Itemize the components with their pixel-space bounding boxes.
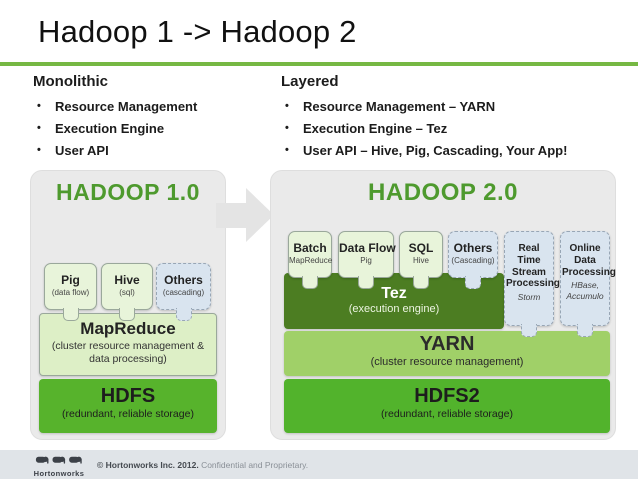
bullet-text: Resource Management – YARN	[303, 98, 496, 114]
mapreduce-subtitle: (cluster resource management & data proc…	[51, 340, 205, 366]
app-subtitle: (Cascading)	[451, 256, 495, 265]
hadoop2-app-batch: Batch MapReduce	[288, 231, 333, 289]
hadoop2-app-dataflow: Data Flow Pig	[338, 231, 396, 289]
yarn-layer: YARN (cluster resource management)	[284, 331, 610, 376]
monolithic-column: Monolithic • Resource Management • Execu…	[33, 73, 268, 161]
hdfs-title: HDFS	[100, 385, 156, 407]
bullet-text: Resource Management	[55, 98, 198, 114]
mapreduce-title: MapReduce	[80, 319, 176, 338]
copyright-rest: Confidential and Proprietary.	[201, 460, 309, 470]
hadoop1-app-pig: Pig (data flow)	[44, 263, 97, 321]
bullet-dot: •	[285, 144, 289, 156]
app-subtitle: HBase, Accumulo	[566, 280, 604, 301]
bullet-item: • Execution Engine – Tez	[281, 117, 631, 139]
hortonworks-logo: Hortonworks	[26, 452, 92, 478]
hadoop2-title: HADOOP 2.0	[368, 179, 518, 206]
bullet-dot: •	[37, 100, 41, 112]
app-title: Hive	[114, 273, 140, 287]
connector-tab	[577, 324, 593, 337]
app-subtitle: (sql)	[119, 288, 135, 297]
app-subtitle: (data flow)	[51, 288, 90, 297]
app-subtitle: (cascading)	[162, 288, 205, 297]
tez-title: Tez	[381, 285, 407, 302]
hadoop2-app-realtime: Real Time Stream Processing Storm	[504, 231, 560, 337]
hdfs2-title: HDFS2	[414, 385, 480, 407]
hdfs2-layer: HDFS2 (redundant, reliable storage)	[284, 379, 610, 433]
bullet-text: Execution Engine	[55, 120, 165, 136]
connector-tab	[521, 324, 537, 337]
hdfs-layer: HDFS (redundant, reliable storage)	[39, 379, 217, 433]
layered-heading: Layered	[281, 73, 339, 90]
logo-text: Hortonworks	[33, 469, 85, 478]
hadoop2-app-sql: SQL Hive	[399, 231, 443, 289]
app-title: Real Time Stream Processing	[506, 243, 560, 290]
copyright-text: © Hortonworks Inc. 2012. Confidential an…	[97, 460, 308, 470]
copyright-bold: © Hortonworks Inc. 2012.	[97, 460, 199, 470]
page-title: Hadoop 1 -> Hadoop 2	[38, 14, 357, 49]
bullet-dot: •	[285, 122, 289, 134]
bullet-item: • Resource Management	[33, 95, 268, 117]
app-subtitle: Hive	[412, 256, 429, 265]
hadoop2-app-online: Online Data Processing HBase, Accumulo	[560, 231, 616, 337]
app-subtitle: Storm	[517, 292, 541, 303]
transition-arrow-body	[216, 203, 247, 228]
hadoop1-app-hive: Hive (sql)	[101, 263, 153, 321]
app-title: Data Flow	[339, 241, 396, 255]
bullet-text: User API	[55, 142, 109, 158]
yarn-subtitle: (cluster resource management)	[370, 356, 524, 368]
title-underline	[0, 62, 638, 66]
hdfs2-subtitle: (redundant, reliable storage)	[381, 408, 513, 420]
monolithic-heading: Monolithic	[33, 73, 108, 90]
bullet-dot: •	[37, 122, 41, 134]
app-title: Others	[164, 273, 203, 287]
bullet-dot: •	[285, 100, 289, 112]
bullet-item: • Resource Management – YARN	[281, 95, 631, 117]
app-title: Batch	[293, 241, 327, 255]
app-title: Online Data Processing	[562, 243, 616, 278]
hadoop1-title: HADOOP 1.0	[56, 179, 200, 205]
hadoop1-panel: HADOOP 1.0 MapReduce (cluster resource m…	[30, 170, 226, 440]
connector-tab	[302, 276, 318, 289]
hadoop2-app-others: Others (Cascading)	[448, 231, 498, 289]
app-subtitle: MapReduce	[289, 256, 333, 265]
app-title: Pig	[61, 273, 80, 287]
connector-tab	[465, 276, 481, 289]
bullet-text: Execution Engine – Tez	[303, 120, 448, 136]
connector-tab	[119, 308, 135, 321]
bullet-item: • Execution Engine	[33, 117, 268, 139]
app-title: SQL	[408, 241, 434, 255]
hadoop2-panel: HADOOP 2.0 Tez (execution engine) YARN (…	[270, 170, 616, 440]
hdfs-subtitle: (redundant, reliable storage)	[62, 408, 194, 420]
connector-tab	[358, 276, 374, 289]
mapreduce-layer: MapReduce (cluster resource management &…	[39, 313, 217, 376]
tez-subtitle: (execution engine)	[348, 303, 440, 315]
layered-column: Layered • Resource Management – YARN • E…	[281, 73, 631, 161]
bullet-text: User API – Hive, Pig, Cascading, Your Ap…	[303, 142, 568, 158]
bullet-item: • User API	[33, 139, 268, 161]
footer-band	[0, 450, 638, 479]
connector-tab	[413, 276, 429, 289]
app-title: Others	[453, 241, 493, 255]
bullet-item: • User API – Hive, Pig, Cascading, Your …	[281, 139, 631, 161]
connector-tab	[62, 308, 79, 321]
app-subtitle: Pig	[360, 256, 372, 265]
hadoop1-app-others: Others (cascading)	[156, 263, 211, 321]
elephants-icon	[35, 456, 82, 464]
yarn-title: YARN	[419, 333, 475, 355]
transition-arrow-icon	[246, 188, 274, 242]
connector-tab	[175, 308, 192, 321]
bullet-dot: •	[37, 144, 41, 156]
